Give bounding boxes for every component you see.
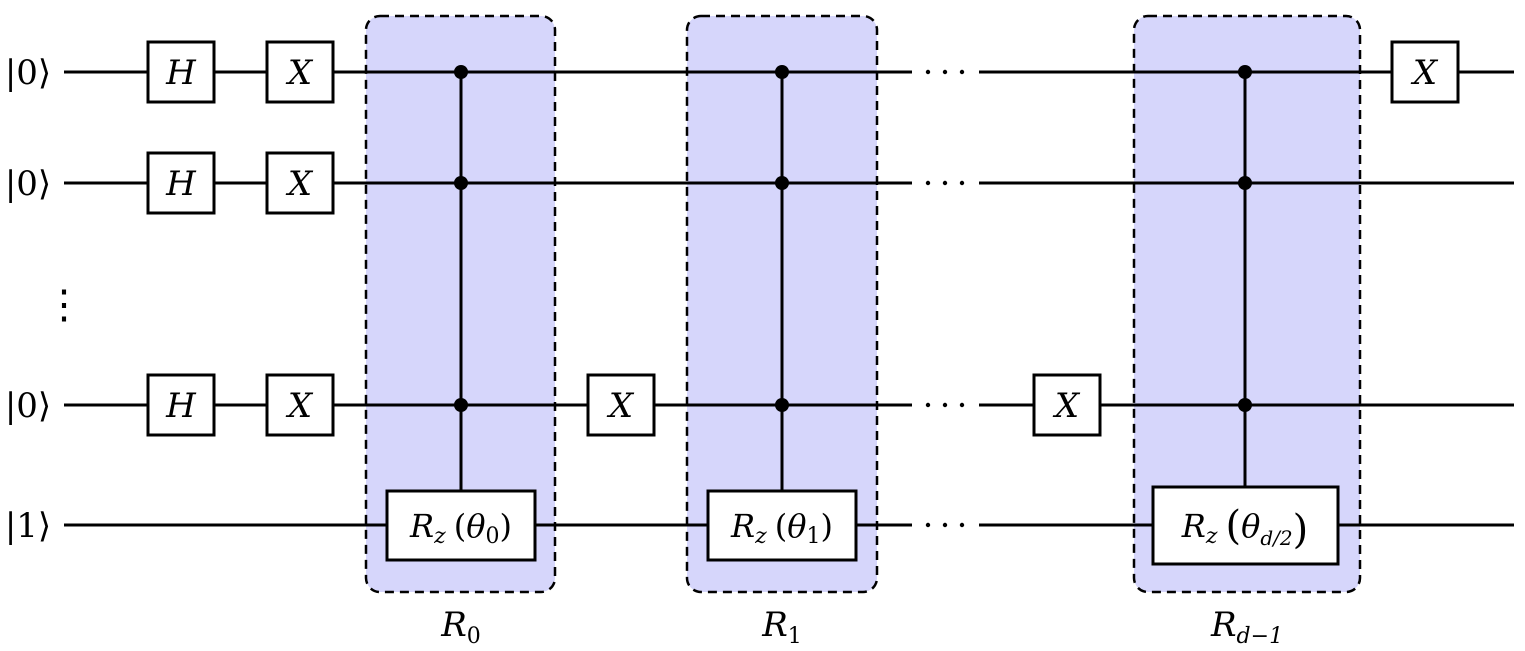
x-gate-q1-final: X	[1390, 40, 1460, 104]
svg-text:X: X	[285, 164, 314, 204]
x-gate-q1-initial: X	[265, 40, 335, 104]
control-dots-rd-1	[1238, 65, 1252, 412]
qubit-label-ancilla: |1⟩	[5, 506, 51, 546]
group-label-r0: R0	[440, 605, 481, 649]
hadamard-gate-qn: H	[146, 373, 216, 437]
rz-gate-d-half: Rz(θd/2)	[1151, 485, 1340, 566]
rz-gate-1: Rz(θ1)	[706, 489, 858, 562]
horizontal-ellipsis-row-3	[925, 402, 965, 408]
svg-text:X: X	[1052, 386, 1081, 426]
horizontal-ellipsis-row-2	[925, 180, 965, 186]
x-gate-qn-middle-2: X	[1032, 373, 1102, 437]
group-label-r1: R1	[761, 605, 802, 649]
qubit-label-2: |0⟩	[5, 164, 51, 204]
horizontal-ellipsis-row-4	[925, 522, 965, 528]
control-dots-r0	[454, 65, 468, 412]
x-gate-qn-initial: X	[265, 373, 335, 437]
hadamard-gate-q2: H	[146, 151, 216, 215]
horizontal-ellipsis-row-1	[925, 69, 965, 75]
x-gate-qn-middle-1: X	[586, 373, 656, 437]
control-dots-r1	[775, 65, 789, 412]
group-label-rd-1: Rd−1	[1210, 605, 1283, 649]
vertical-ellipsis: ⋮	[44, 282, 84, 328]
svg-text:H: H	[165, 386, 197, 426]
hadamard-gate-q1: H	[146, 40, 216, 104]
x-gate-q2-initial: X	[265, 151, 335, 215]
rz-gate-d-half-label: Rz(θd/2)	[1181, 503, 1308, 553]
rz-gate-0: Rz(θ0)	[385, 489, 537, 562]
qubit-label-1: |0⟩	[5, 53, 51, 93]
svg-text:X: X	[606, 386, 635, 426]
svg-text:X: X	[1410, 53, 1439, 93]
svg-text:H: H	[165, 164, 197, 204]
svg-text:X: X	[285, 53, 314, 93]
qubit-label-n: |0⟩	[5, 386, 51, 426]
rz-gate-1-label: Rz(θ1)	[730, 507, 833, 549]
group-box-rd-1	[1132, 14, 1362, 594]
rz-gate-0-label: Rz(θ0)	[409, 507, 512, 549]
horizontal-ellipsis-group	[925, 69, 965, 528]
svg-text:H: H	[165, 53, 197, 93]
svg-text:X: X	[285, 386, 314, 426]
